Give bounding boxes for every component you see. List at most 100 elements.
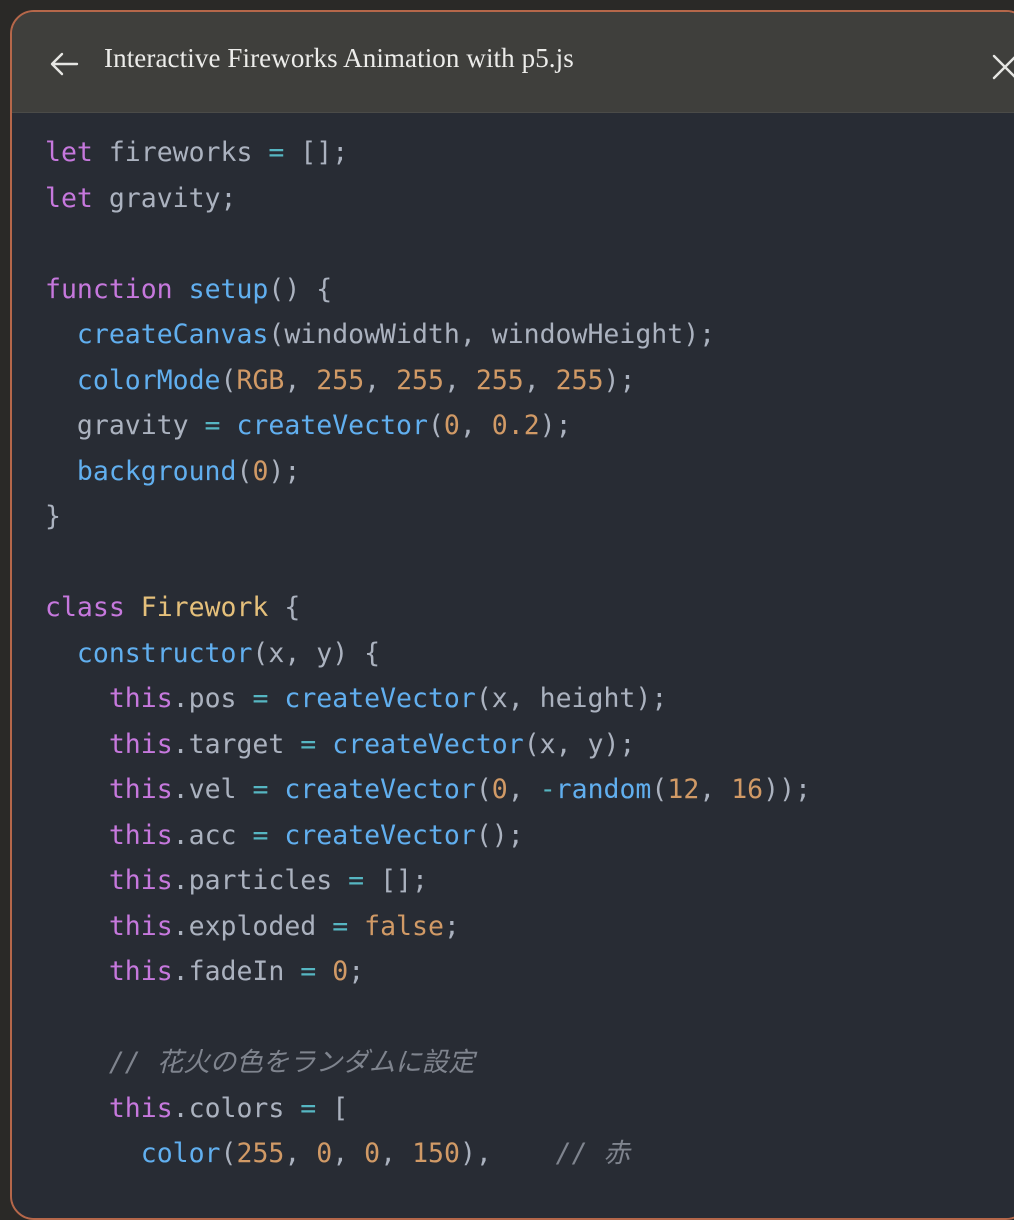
code-token xyxy=(268,820,284,851)
code-token: background xyxy=(76,455,237,487)
code-token: 0 xyxy=(491,774,508,805)
code-line: color(255, 0, 0, 150), // 赤 xyxy=(45,1131,630,1176)
code-token: = xyxy=(268,137,285,168)
code-token: let xyxy=(45,137,93,168)
code-token: () { xyxy=(268,273,333,305)
code-token: this xyxy=(108,728,173,760)
code-token: .fadeIn xyxy=(172,956,301,987)
code-token xyxy=(45,638,77,669)
code-token xyxy=(45,729,109,760)
artifact-window: Interactive Fireworks Animation with p5.… xyxy=(10,10,1014,1220)
back-button[interactable] xyxy=(46,48,82,80)
code-token xyxy=(45,683,109,714)
code-token: this xyxy=(108,910,173,942)
code-token xyxy=(45,1093,109,1124)
code-token: , xyxy=(284,1138,317,1169)
code-token: this xyxy=(108,865,173,896)
code-token xyxy=(268,683,284,714)
code-token: ( xyxy=(475,774,492,805)
code-token: 255 xyxy=(555,364,604,396)
code-token xyxy=(45,456,77,487)
code-token: gravity xyxy=(45,410,205,441)
code-token: this xyxy=(108,683,173,714)
code-token: , xyxy=(332,1138,365,1169)
code-token: 0 xyxy=(364,1138,381,1169)
code-token: class xyxy=(45,592,125,623)
code-token: (x, y) { xyxy=(252,637,381,669)
code-token: ); xyxy=(539,410,572,441)
code-token: constructor xyxy=(76,637,253,669)
code-token: , xyxy=(364,364,397,396)
code-token: , xyxy=(459,410,492,441)
code-token xyxy=(45,911,109,942)
code-token: .target xyxy=(172,728,301,760)
close-icon xyxy=(992,54,1014,80)
code-token xyxy=(45,820,109,851)
artifact-title: Interactive Fireworks Animation with p5.… xyxy=(104,43,574,73)
code-token: RGB xyxy=(236,364,285,396)
code-line: } xyxy=(45,494,61,539)
code-line: this.fadeIn = 0; xyxy=(45,949,364,994)
code-token: .vel xyxy=(172,774,253,805)
code-token xyxy=(221,410,237,441)
code-token: )); xyxy=(763,774,811,805)
code-token: - xyxy=(539,774,556,805)
code-token: let xyxy=(45,182,93,214)
code-token: createCanvas xyxy=(76,319,269,350)
code-token xyxy=(173,274,189,305)
code-token: random xyxy=(555,774,652,805)
code-token: 255 xyxy=(396,364,444,396)
code-token: // 花火の色をランダムに設定 xyxy=(108,1047,475,1078)
code-line: constructor(x, y) { xyxy=(45,631,380,676)
code-token: .colors xyxy=(172,1092,301,1124)
code-token: , xyxy=(284,364,317,396)
close-button[interactable] xyxy=(990,52,1014,82)
code-line: let fireworks = []; xyxy=(45,130,348,175)
code-line: class Firework { xyxy=(45,585,300,630)
code-token: createVector xyxy=(284,683,476,714)
code-token: 255 xyxy=(475,364,524,396)
code-token: } xyxy=(45,501,61,532)
code-token: ), xyxy=(459,1138,556,1169)
code-token: = xyxy=(332,910,349,942)
code-token: , xyxy=(380,1138,413,1169)
code-line: this.vel = createVector(0, -random(12, 1… xyxy=(45,767,811,812)
code-token: [ xyxy=(316,1092,349,1124)
code-token: 0 xyxy=(332,956,349,987)
code-token xyxy=(45,865,109,896)
code-token: .pos xyxy=(172,683,253,714)
code-token: = xyxy=(300,956,317,987)
code-token: createVector xyxy=(284,774,476,805)
code-token: = xyxy=(300,728,317,760)
code-token: = xyxy=(252,819,269,851)
code-line: // 花火の色をランダムに設定 xyxy=(45,1040,475,1085)
code-token: gravity; xyxy=(92,182,237,214)
code-token: .particles xyxy=(172,865,349,896)
code-token: createVector xyxy=(332,728,524,760)
code-viewer[interactable]: let fireworks = [];let gravity;function … xyxy=(12,113,1014,1218)
code-line: background(0); xyxy=(45,449,300,494)
code-token: = xyxy=(300,1092,317,1124)
code-token xyxy=(348,911,364,942)
code-line: this.exploded = false; xyxy=(45,904,460,949)
code-token: fireworks xyxy=(92,137,269,168)
code-token xyxy=(125,592,141,623)
code-token: []; xyxy=(364,865,428,896)
code-token: = xyxy=(204,410,221,441)
code-token: false xyxy=(364,910,444,942)
code-token: color xyxy=(140,1138,221,1169)
code-token: = xyxy=(252,683,269,714)
code-line: this.colors = [ xyxy=(45,1086,348,1131)
code-token: .acc xyxy=(172,819,253,851)
code-token: // 赤 xyxy=(555,1138,631,1169)
code-token: , xyxy=(443,364,476,396)
arrow-left-icon xyxy=(50,52,79,76)
code-line: colorMode(RGB, 255, 255, 255, 255); xyxy=(45,358,636,403)
code-token xyxy=(268,774,284,805)
code-token xyxy=(316,956,332,987)
code-token: .exploded xyxy=(172,910,333,942)
code-token: 0 xyxy=(316,1138,333,1169)
code-line: let gravity; xyxy=(45,176,236,221)
code-token: ( xyxy=(236,455,253,487)
code-token xyxy=(316,729,332,760)
